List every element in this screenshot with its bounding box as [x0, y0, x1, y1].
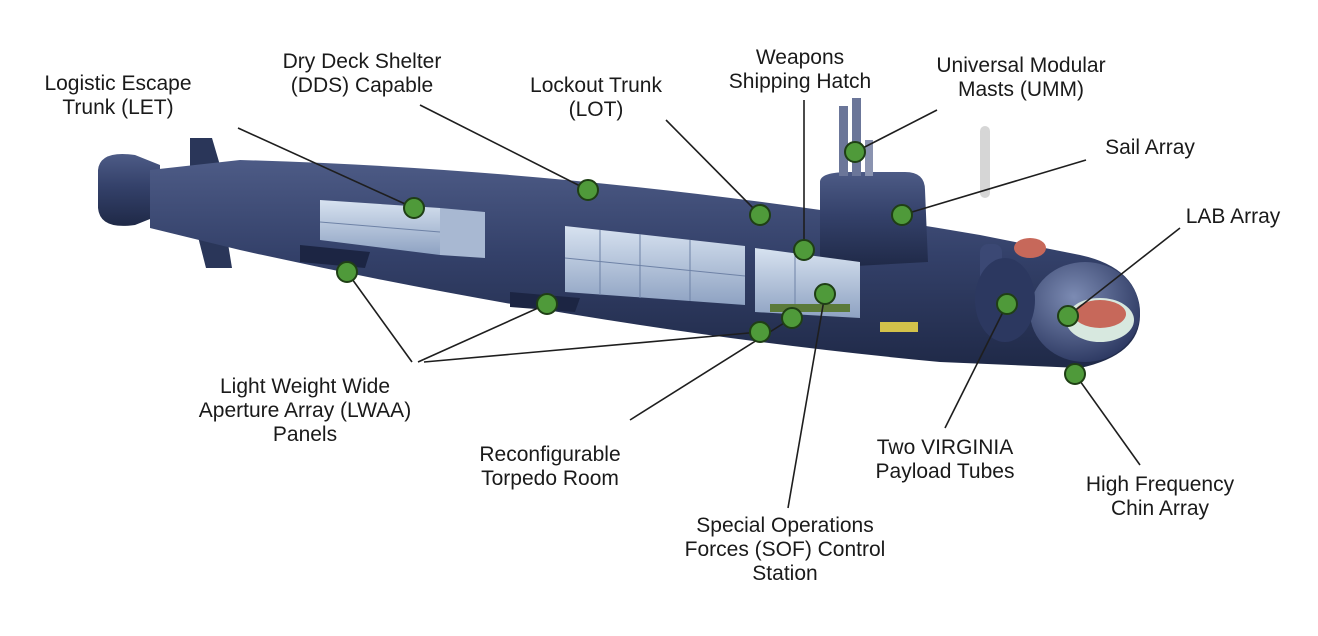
label-dry-deck-shelter: Dry Deck Shelter (DDS) Capable [282, 50, 442, 97]
callout-sail-icon [891, 204, 913, 226]
leader-lwaa-3 [423, 331, 761, 363]
callout-torpedo-room-icon [781, 307, 803, 329]
callout-umm-icon [844, 141, 866, 163]
label-sail-array: Sail Array [1105, 136, 1195, 159]
callout-sof-icon [814, 283, 836, 305]
label-universal-modular-masts: Universal Modular Masts (UMM) [936, 54, 1106, 101]
raised-mast [980, 126, 990, 198]
leader-chin [1074, 373, 1141, 466]
mast-1 [839, 106, 848, 176]
label-lwaa-panels: Light Weight Wide Aperture Array (LWAA) … [198, 375, 412, 446]
callout-lwaa-2-icon [536, 293, 558, 315]
label-weapons-shipping-hatch: Weapons Shipping Hatch [728, 46, 872, 93]
label-logistic-escape-trunk: Logistic Escape Trunk (LET) [44, 72, 192, 119]
leader-umm [854, 109, 938, 153]
lwaa-recess [300, 245, 370, 268]
callout-dds-icon [577, 179, 599, 201]
label-torpedo-room: Reconfigurable Torpedo Room [479, 443, 621, 490]
callout-lab-icon [1057, 305, 1079, 327]
leader-dds [419, 104, 589, 191]
callout-lot-icon [749, 204, 771, 226]
sail [820, 172, 928, 268]
crew-compartment [565, 226, 745, 305]
submarine-icon [98, 98, 1140, 368]
leader-let [237, 127, 415, 209]
callout-payload-icon [996, 293, 1018, 315]
leader-lab [1067, 227, 1181, 317]
mast-2 [852, 98, 861, 176]
callout-let-icon [403, 197, 425, 219]
leader-sail [901, 159, 1087, 216]
mast-3 [865, 140, 873, 176]
leader-lwaa-2 [417, 303, 548, 363]
leader-lot [665, 119, 761, 216]
callout-lwaa-3-icon [749, 321, 771, 343]
weapons-rack [770, 304, 850, 312]
label-payload-tubes: Two VIRGINIA Payload Tubes [875, 436, 1015, 483]
propulsor [98, 154, 160, 226]
callout-chin-icon [1064, 363, 1086, 385]
leader-sof [787, 293, 826, 509]
label-lockout-trunk: Lockout Trunk (LOT) [530, 74, 662, 121]
payload-hatch [1014, 238, 1046, 258]
leader-payload [944, 303, 1008, 429]
leader-lwaa-1 [346, 271, 413, 363]
callout-lwaa-1-icon [336, 261, 358, 283]
leader-lines [237, 100, 1181, 509]
label-chin-array: High Frequency Chin Array [1085, 473, 1235, 520]
callout-markers [336, 141, 1086, 385]
escape-trunk-room [440, 208, 485, 258]
label-sof-control-station: Special Operations Forces (SOF) Control … [684, 514, 886, 585]
callout-weapons-hatch-icon [793, 239, 815, 261]
label-lab-array: LAB Array [1185, 205, 1281, 228]
